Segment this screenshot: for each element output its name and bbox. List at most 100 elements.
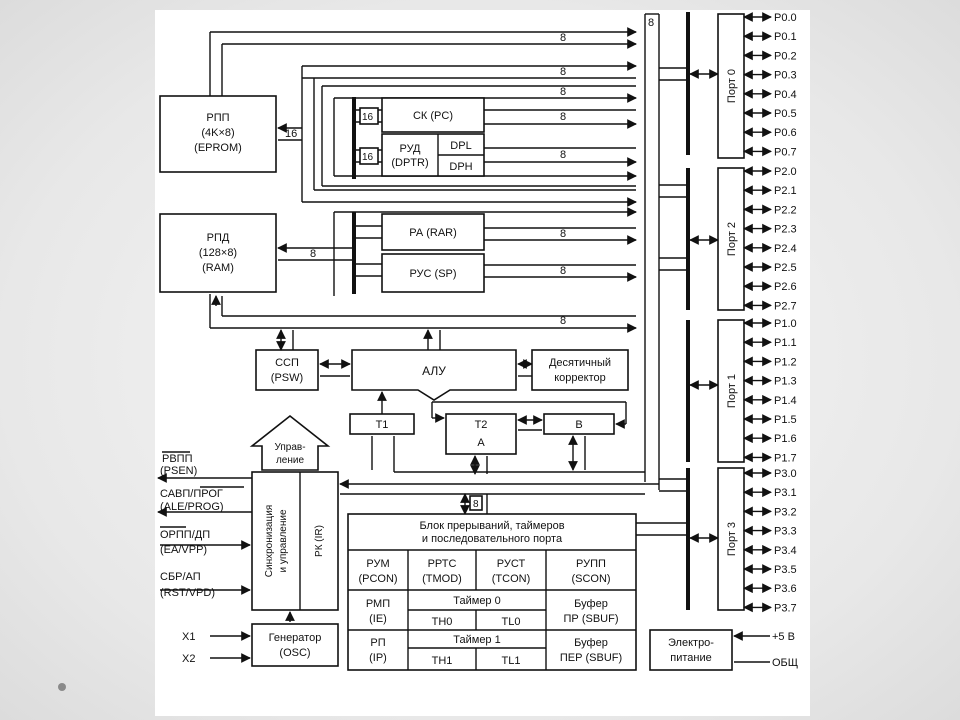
svg-text:РА (RAR): РА (RAR) <box>409 227 457 239</box>
svg-text:РВПП: РВПП <box>162 453 193 465</box>
power-supply-block: Электро- питание +5 В ОБЩ <box>649 629 798 671</box>
t2-a-register: T2 A <box>445 413 517 455</box>
svg-text:(TMOD): (TMOD) <box>422 573 462 585</box>
port1-bar <box>686 320 690 462</box>
svg-text:ПЕР (SBUF): ПЕР (SBUF) <box>560 652 622 664</box>
port-pin-label: P0.4 <box>774 89 797 101</box>
svg-text:Порт 1: Порт 1 <box>726 374 738 408</box>
svg-text:X2: X2 <box>182 653 195 665</box>
svg-text:(SCON): (SCON) <box>571 573 610 585</box>
svg-text:САВП/ПРОГ: САВП/ПРОГ <box>160 488 223 500</box>
port-pin-label: P2.2 <box>774 204 797 216</box>
svg-text:РУМ: РУМ <box>366 558 389 570</box>
svg-text:(RST/VPD): (RST/VPD) <box>160 587 215 599</box>
rpd-block: РПД (128×8) (RAM) <box>159 213 277 293</box>
ram-links: 8 8 8 <box>277 207 637 296</box>
rpp-block: РПП (4K×8) (EPROM) <box>159 95 277 173</box>
top-buses: 8 8 8 16 <box>209 27 637 207</box>
port-pin-label: P1.5 <box>774 414 797 426</box>
port-pin-label: P3.3 <box>774 526 797 538</box>
port-pin-label: P1.1 <box>774 337 797 349</box>
svg-text:ОРПП/ДП: ОРПП/ДП <box>160 529 210 541</box>
svg-text:8: 8 <box>560 86 566 98</box>
port-pin-label: P0.0 <box>774 12 797 24</box>
port-pin-label: P2.4 <box>774 243 797 255</box>
t1-register: T1 <box>349 413 415 435</box>
pc-links: 16 16 8 8 <box>356 107 637 167</box>
port-pin-label: P2.7 <box>774 300 797 312</box>
alu-bus-link <box>423 329 533 377</box>
port-pins: P0.0P0.1P0.2P0.3P0.4P0.5P0.6P0.7P2.0P2.1… <box>743 12 797 614</box>
decimal-corrector: Десятичный корректор <box>531 349 629 391</box>
port-pin-label: P0.1 <box>774 31 797 43</box>
port-pin-label: P0.6 <box>774 127 797 139</box>
svg-text:РУД: РУД <box>399 143 421 155</box>
port-pin-label: P3.7 <box>774 602 797 614</box>
port-pin-label: P3.1 <box>774 487 797 499</box>
svg-text:Таймер 0: Таймер 0 <box>453 595 500 607</box>
port-pin-label: P1.2 <box>774 356 797 368</box>
port-pin-label: P2.0 <box>774 166 797 178</box>
svg-text:B: B <box>575 419 582 431</box>
sync-control-block: Синхронизация и управление РК (IR) <box>251 471 339 611</box>
main-bus: 8 <box>644 13 660 490</box>
svg-text:Десятичный: Десятичный <box>549 357 611 369</box>
svg-text:Электро-: Электро- <box>668 637 714 649</box>
svg-text:Управ-: Управ- <box>274 442 305 453</box>
svg-text:16: 16 <box>362 152 374 163</box>
alu-block: АЛУ <box>351 349 517 401</box>
svg-text:+5 В: +5 В <box>772 631 795 643</box>
svg-text:Таймер 1: Таймер 1 <box>453 634 500 646</box>
svg-text:(4K×8): (4K×8) <box>201 127 234 139</box>
svg-text:(TCON): (TCON) <box>492 573 531 585</box>
ssp-register: ССП (PSW) <box>255 349 319 391</box>
control-arrow: Управ- ление <box>249 414 331 471</box>
port1-box: Порт 1 <box>717 319 745 463</box>
svg-text:(EA/VPP): (EA/VPP) <box>160 544 207 556</box>
ram-lower-bus: 8 <box>209 294 637 333</box>
svg-text:(OSC): (OSC) <box>279 647 310 659</box>
svg-text:(PSEN): (PSEN) <box>160 465 197 477</box>
svg-text:8: 8 <box>560 66 566 78</box>
svg-text:СБР/АП: СБР/АП <box>160 571 201 583</box>
port-pin-label: P0.7 <box>774 146 797 158</box>
port2-bar <box>686 168 690 310</box>
svg-text:X1: X1 <box>182 631 195 643</box>
oscillator-block: Генератор (OSC) X1 X2 <box>182 623 339 667</box>
port0-box: Порт 0 <box>717 13 745 159</box>
sp-register: РУС (SP) <box>381 253 485 293</box>
port-pin-label: P3.4 <box>774 545 797 557</box>
svg-text:РУПП: РУПП <box>576 558 606 570</box>
port0-bar <box>686 12 690 155</box>
svg-text:(PCON): (PCON) <box>358 573 397 585</box>
svg-text:ОБЩ: ОБЩ <box>772 657 798 669</box>
alu-register-links <box>371 391 645 475</box>
port-pin-label: P0.3 <box>774 70 797 82</box>
svg-text:8: 8 <box>560 228 566 240</box>
svg-text:8: 8 <box>310 248 316 260</box>
svg-text:(EPROM): (EPROM) <box>194 142 242 154</box>
svg-text:РПД: РПД <box>207 232 230 244</box>
port-pin-label: P2.1 <box>774 185 797 197</box>
svg-text:TH1: TH1 <box>432 655 453 667</box>
b-register: B <box>543 413 615 435</box>
svg-text:Порт 2: Порт 2 <box>726 222 738 256</box>
svg-text:A: A <box>477 437 485 449</box>
port-pin-label: P3.2 <box>774 506 797 518</box>
svg-text:РП: РП <box>370 637 385 649</box>
svg-text:T2: T2 <box>475 419 488 431</box>
svg-text:TL0: TL0 <box>502 616 521 628</box>
svg-text:Блок прерываний, таймеров: Блок прерываний, таймеров <box>419 520 564 532</box>
port-pin-label: P3.0 <box>774 468 797 480</box>
main-bus-label: 8 <box>648 17 654 29</box>
svg-text:АЛУ: АЛУ <box>422 364 446 378</box>
svg-text:ление: ление <box>276 455 305 466</box>
port-pin-label: P1.7 <box>774 452 797 464</box>
port-pin-label: P0.5 <box>774 108 797 120</box>
svg-text:Порт 3: Порт 3 <box>726 522 738 556</box>
svg-text:TL1: TL1 <box>502 655 521 667</box>
sk-register: СК (PC) <box>381 97 485 133</box>
port-pin-label: P3.6 <box>774 583 797 595</box>
